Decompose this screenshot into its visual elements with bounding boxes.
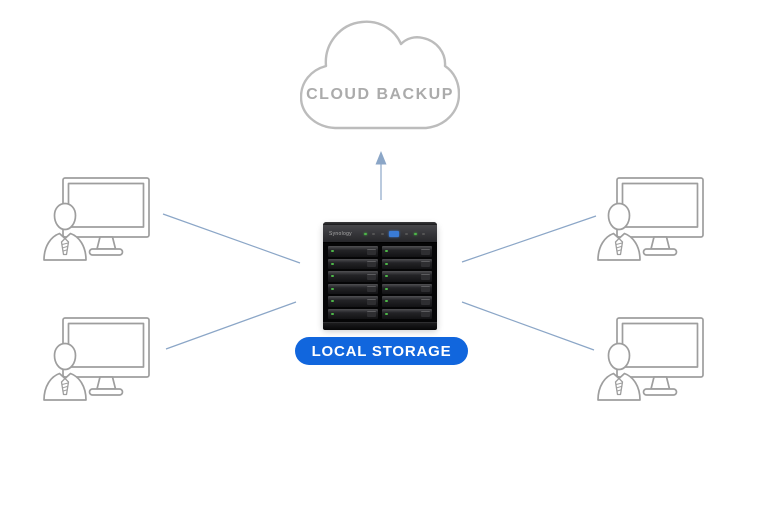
drive-led-icon <box>385 262 388 265</box>
drive-bay <box>382 271 432 282</box>
nas-status-leds <box>358 230 431 237</box>
drive-led-icon <box>331 287 334 290</box>
drive-bay <box>328 246 378 257</box>
drive-latch-icon <box>421 248 430 255</box>
drive-latch-icon <box>367 248 376 255</box>
local-storage-label: LOCAL STORAGE <box>311 342 452 360</box>
workstation-user-icon <box>597 177 704 261</box>
user-icon <box>43 202 87 261</box>
user-icon <box>597 342 641 401</box>
nas-display-icon <box>389 230 400 237</box>
drive-bay <box>382 246 432 257</box>
drive-latch-icon <box>421 298 430 305</box>
monitor-icon <box>616 317 704 396</box>
nas-drive-bays <box>323 243 437 322</box>
drive-led-icon <box>385 250 388 252</box>
status-led-icon <box>372 232 376 235</box>
drive-led-icon <box>331 275 334 277</box>
drive-led-icon <box>385 312 388 315</box>
drive-latch-icon <box>421 311 430 317</box>
drive-latch-icon <box>367 286 376 292</box>
link-bottom-right <box>461 301 595 351</box>
local-storage-badge: LOCAL STORAGE <box>295 337 468 365</box>
drive-bay <box>382 283 432 294</box>
workstation-user-icon <box>43 177 150 261</box>
drive-led-icon <box>331 250 334 252</box>
nas-brand-label: Synology <box>329 230 352 237</box>
drive-led-icon <box>331 300 334 302</box>
cloud-backup-node: CLOUD BACKUP <box>300 14 460 132</box>
drive-latch-icon <box>367 273 376 280</box>
drive-bay <box>328 283 378 294</box>
drive-latch-icon <box>367 311 376 317</box>
drive-bay <box>382 296 432 307</box>
drive-led-icon <box>385 287 388 290</box>
drive-led-icon <box>385 300 388 302</box>
drive-latch-icon <box>421 273 430 280</box>
link-top-left <box>162 213 301 264</box>
drive-led-icon <box>331 262 334 265</box>
drive-latch-icon <box>367 261 376 267</box>
nas-front-panel: Synology <box>323 225 437 243</box>
drive-bay <box>382 308 432 319</box>
drive-latch-icon <box>367 298 376 305</box>
workstation-user-icon <box>43 317 150 401</box>
drive-latch-icon <box>421 286 430 292</box>
status-led-icon <box>380 232 384 235</box>
user-icon <box>597 202 641 261</box>
drive-bay <box>328 296 378 307</box>
status-led-icon <box>413 232 417 235</box>
drive-led-icon <box>385 275 388 277</box>
workstation-top-right <box>596 167 708 262</box>
monitor-icon <box>62 317 150 396</box>
drive-latch-icon <box>421 261 430 267</box>
status-led-icon <box>363 232 367 235</box>
workstation-top-left <box>42 167 154 262</box>
workstation-bottom-left <box>42 307 154 402</box>
cloud-icon <box>300 20 460 130</box>
nas-top-edge <box>323 222 437 225</box>
monitor-icon <box>616 177 704 256</box>
nas-device: Synology <box>323 222 437 330</box>
link-top-right <box>461 215 597 263</box>
status-led-icon <box>422 232 426 235</box>
drive-bay <box>382 258 432 269</box>
cloud-arrow-icon <box>375 151 387 200</box>
workstation-bottom-right <box>596 307 708 402</box>
nas-base <box>323 322 437 330</box>
user-icon <box>43 342 87 401</box>
drive-bay <box>328 271 378 282</box>
drive-bay <box>328 308 378 319</box>
workstation-user-icon <box>597 317 704 401</box>
drive-bay <box>328 258 378 269</box>
status-led-icon <box>405 232 409 235</box>
drive-led-icon <box>331 312 334 315</box>
link-bottom-left <box>165 301 297 350</box>
cloud-backup-label: CLOUD BACKUP <box>306 86 454 103</box>
